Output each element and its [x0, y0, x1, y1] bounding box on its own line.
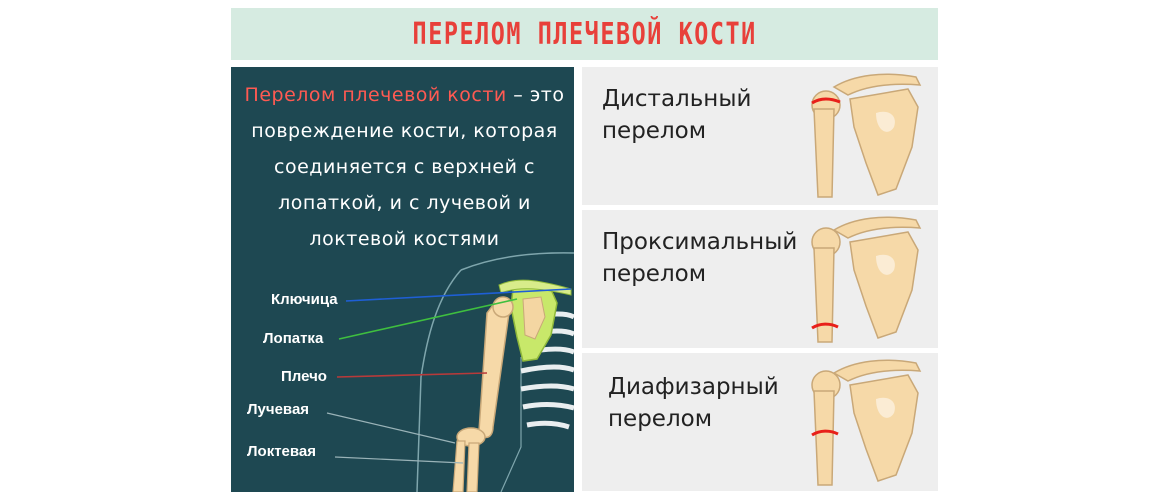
label-radius: Лучевая — [247, 401, 310, 418]
title-banner: ПЕРЕЛОМ ПЛЕЧЕВОЙ КОСТИ — [231, 8, 938, 60]
label-scapula: Лопатка — [263, 330, 324, 347]
label-clavicle: Ключица — [271, 291, 338, 308]
shoulder-bone-diaphyseal-illustration — [811, 359, 922, 486]
fracture-label-distal: Дистальный перелом — [602, 86, 752, 144]
arm-skeleton-illustration — [326, 252, 574, 492]
shoulder-bone-distal-illustration — [811, 73, 922, 198]
label-ulna: Локтевая — [247, 443, 317, 460]
fracture-label-diaphyseal: Диафизарный перелом — [608, 374, 779, 432]
fracture-types-panel: Дистальный перелом Проксимальный перелом… — [582, 67, 938, 492]
fracture-label-proximal: Проксимальный перелом — [602, 229, 798, 287]
fracture-card-proximal: Проксимальный перелом — [582, 210, 938, 348]
definition-text: Перелом плечевой кости – это повреждение… — [243, 77, 566, 257]
definition-body: – это повреждение кости, которая соединя… — [251, 84, 565, 250]
fracture-card-diaphyseal: Диафизарный перелом — [582, 353, 938, 491]
shoulder-bone-proximal-illustration — [811, 216, 922, 343]
anatomy-panel: Перелом плечевой кости – это повреждение… — [231, 67, 574, 492]
page-title: ПЕРЕЛОМ ПЛЕЧЕВОЙ КОСТИ — [412, 16, 757, 52]
fracture-card-distal: Дистальный перелом — [582, 67, 938, 205]
definition-highlight: Перелом плечевой кости — [244, 84, 507, 106]
label-humerus: Плечо — [281, 368, 327, 385]
